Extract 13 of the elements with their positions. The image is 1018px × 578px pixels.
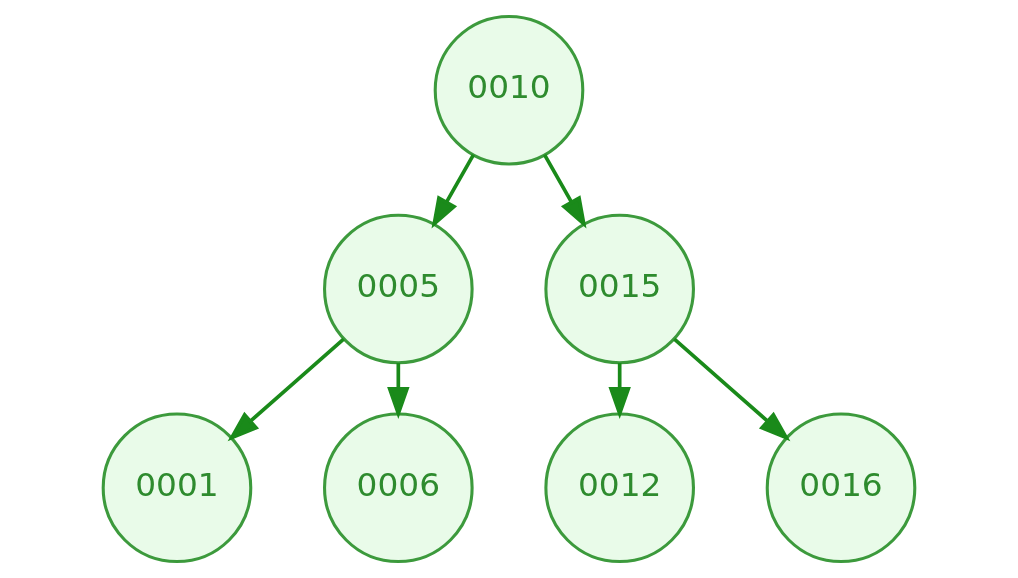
node-circle: 0006 bbox=[323, 412, 474, 564]
arrow bbox=[431, 154, 475, 229]
node-circle: 0010 bbox=[433, 14, 585, 166]
arrow bbox=[543, 154, 587, 229]
arrow bbox=[387, 363, 410, 420]
arrow bbox=[673, 337, 791, 442]
node-circle: 0012 bbox=[544, 412, 695, 564]
node-circle: 0016 bbox=[765, 412, 917, 564]
node-circle: 0015 bbox=[544, 213, 695, 365]
arrow bbox=[227, 337, 345, 442]
node-circle: 0001 bbox=[101, 412, 253, 564]
node-circle: 0005 bbox=[323, 213, 474, 365]
arrow bbox=[608, 363, 631, 420]
